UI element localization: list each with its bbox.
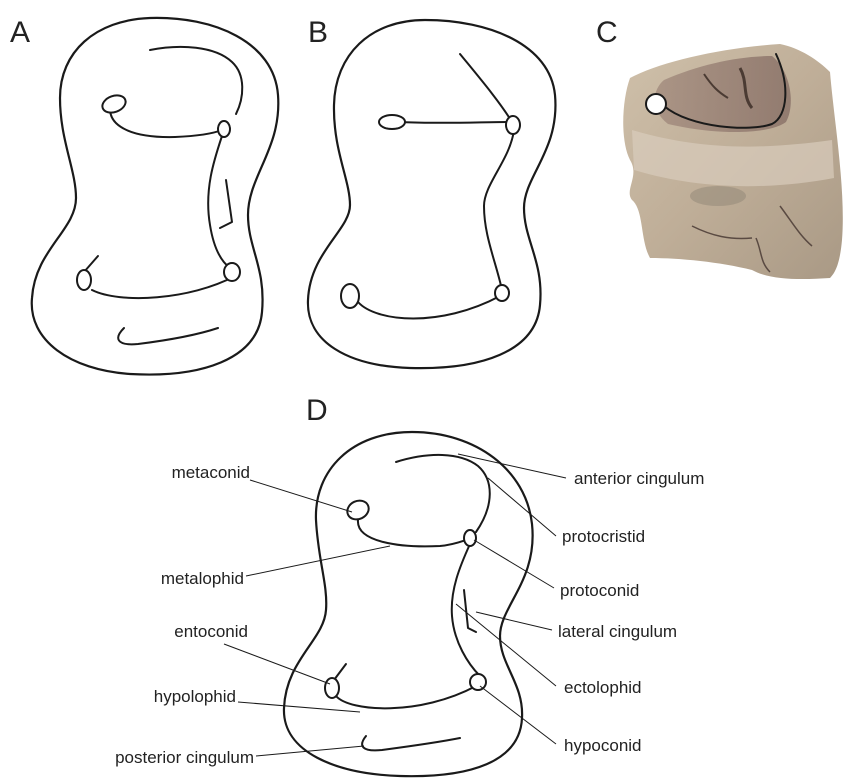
panel-d-metalophid <box>358 520 466 546</box>
panel-b-hypolophid <box>358 296 500 319</box>
panel-b-protoconid <box>506 116 520 134</box>
panel-b-entoconid <box>341 284 359 308</box>
label-hypoconid: hypoconid <box>564 736 642 755</box>
panel-label-b: B <box>308 16 328 49</box>
label-hypolophid: hypolophid <box>154 687 236 706</box>
panel-d-posterior-cingulum <box>362 736 460 750</box>
label-ectolophid: ectolophid <box>564 678 642 697</box>
panel-d-hypoconid <box>470 674 486 690</box>
leader-hypolophid <box>238 702 360 712</box>
label-metaconid: metaconid <box>172 463 250 482</box>
panel-a-posterior-cingulum <box>118 328 218 344</box>
leader-metalophid <box>246 546 390 576</box>
panel-a-metaconid <box>100 92 128 115</box>
panel-a-tooth-outline <box>32 18 279 375</box>
label-posterior-cingulum: posterior cingulum <box>115 748 254 767</box>
panel-b-metaconid <box>379 115 405 129</box>
panel-a-entoconid <box>77 270 91 290</box>
panel-c-traced-cusp <box>646 94 666 114</box>
panel-a-lateral-cingulum <box>220 180 232 228</box>
panel-a-ectolophid <box>208 136 230 268</box>
panel-a-drawing <box>32 18 279 375</box>
panel-d-drawing: metaconid metalophid entoconid hypolophi… <box>115 432 704 776</box>
panel-a-hypolophid <box>92 276 235 298</box>
label-metalophid: metalophid <box>161 569 244 588</box>
panel-label-a: A <box>10 16 30 49</box>
panel-c-photo <box>623 44 843 279</box>
leader-ectolophid <box>456 604 556 686</box>
panel-a-protoconid <box>218 121 230 137</box>
panel-b-drawing <box>308 20 556 368</box>
panel-d-metaconid <box>344 497 372 523</box>
panel-d-protoconid <box>464 530 476 546</box>
leader-protoconid <box>474 540 554 588</box>
panel-b-ectolophid <box>484 130 514 290</box>
panel-d-anterior-cingulum <box>396 455 490 532</box>
leader-protocristid <box>488 478 556 536</box>
leader-lateral-cingulum <box>476 612 552 630</box>
label-entoconid: entoconid <box>174 622 248 641</box>
panel-b-hypoconid <box>495 285 509 301</box>
panel-d-entoconid-spur <box>334 664 346 680</box>
label-protoconid: protoconid <box>560 581 639 600</box>
panel-d-lateral-cingulum <box>464 590 476 632</box>
panel-label-c: C <box>596 16 618 49</box>
panel-b-tooth-outline <box>308 20 556 368</box>
panel-a-anterior-cingulum <box>150 47 242 114</box>
panel-d-entoconid <box>325 678 339 698</box>
panel-c-shadow-patch <box>690 186 746 206</box>
panel-d-hypolophid <box>336 686 476 708</box>
panel-a-metalophid <box>110 106 222 137</box>
panel-b-protocristid <box>460 54 512 122</box>
label-anterior-cingulum: anterior cingulum <box>574 469 704 488</box>
leader-metaconid <box>250 480 352 512</box>
panel-label-d: D <box>306 394 328 427</box>
label-protocristid: protocristid <box>562 527 645 546</box>
leader-entoconid <box>224 644 330 684</box>
label-lateral-cingulum: lateral cingulum <box>558 622 677 641</box>
panel-a-hypoconid <box>224 263 240 281</box>
panel-b-metalophid <box>402 122 508 123</box>
